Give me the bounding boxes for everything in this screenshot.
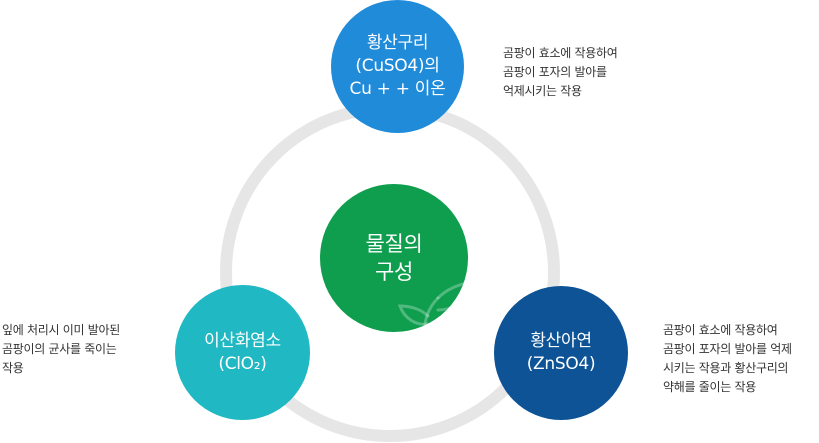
- description-line: 곰팡이 효소에 작용하여: [663, 323, 778, 337]
- leaf-icon: [397, 281, 468, 332]
- description-zinc-sulfate: 곰팡이 효소에 작용하여 곰팡이 포자의 발아를 억제 시키는 작용과 황산구리…: [663, 321, 792, 397]
- description-line: 약해를 줄이는 작용: [663, 380, 756, 394]
- description-chlorine-dioxide: 잎에 처리시 이미 발아된 곰팡이의 균사를 죽이는 작용: [2, 321, 120, 378]
- description-line: 잎에 처리시 이미 발아된: [2, 323, 120, 337]
- node-label-line: 황산구리: [366, 33, 429, 53]
- node-label-line: 황산아연: [530, 331, 592, 351]
- description-line: 곰팡이 포자의 발아를: [503, 65, 607, 79]
- center-label-line: 물질의: [365, 232, 423, 256]
- description-line: 작용: [2, 361, 24, 375]
- description-copper-sulfate: 곰팡이 효소에 작용하여 곰팡이 포자의 발아를 억제시키는 작용: [503, 44, 618, 101]
- node-label-line: (ZnSO4): [526, 354, 596, 374]
- node-label-line: 이산화염소: [204, 330, 281, 351]
- center-label-line: 구성: [374, 260, 414, 284]
- node-chlorine-dioxide: 이산화염소 (ClO₂): [175, 285, 310, 420]
- node-label-line: (CuSO4)의: [355, 56, 440, 76]
- node-center-composition: 물질의 구성: [320, 184, 468, 332]
- node-label-line: (ClO₂): [218, 353, 267, 374]
- node-zinc-sulfate: 황산아연 (ZnSO4): [494, 286, 628, 420]
- description-line: 곰팡이 효소에 작용하여: [503, 46, 618, 60]
- description-line: 시키는 작용과 황산구리의: [663, 361, 789, 375]
- description-line: 억제시키는 작용: [503, 84, 582, 98]
- node-copper-sulfate: 황산구리 (CuSO4)의 Cu + + 이온: [331, 0, 464, 133]
- description-line: 곰팡이의 균사를 죽이는: [2, 342, 117, 356]
- description-line: 곰팡이 포자의 발아를 억제: [663, 342, 792, 356]
- node-label-line: Cu + + 이온: [349, 79, 446, 99]
